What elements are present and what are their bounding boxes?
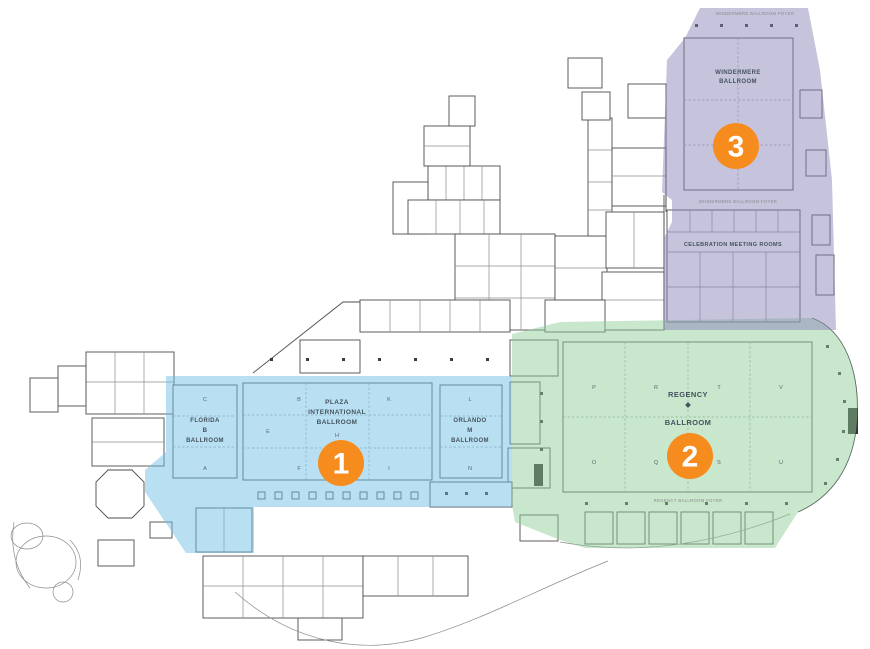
section-letter: S bbox=[717, 460, 721, 466]
plaza-ballroom-label-line3: BALLROOM bbox=[317, 419, 358, 426]
plaza-international-ballroom-outline bbox=[242, 382, 433, 481]
florida-ballroom-outline bbox=[172, 384, 238, 479]
regency-ballroom-label-line1: REGENCY bbox=[668, 390, 708, 399]
windermere-foyer-label-top: WINDERMERE BALLROOM FOYER bbox=[716, 11, 794, 16]
orlando-ballroom-label-line3: BALLROOM bbox=[451, 438, 489, 444]
florida-ballroom-label-line1: FLORIDA bbox=[190, 418, 220, 424]
area-marker-3[interactable]: 3 bbox=[713, 123, 759, 169]
section-letter: Q bbox=[654, 460, 659, 466]
foyer-labels: WINDERMERE BALLROOM FOYER WINDERMERE BAL… bbox=[654, 11, 794, 503]
orlando-ballroom-label-line2: M bbox=[467, 428, 472, 434]
zone-2-highlight[interactable] bbox=[512, 318, 858, 548]
marker-2-number: 2 bbox=[682, 441, 699, 474]
orlando-ballroom-outline bbox=[439, 384, 503, 479]
florida-ballroom-label-line2: B bbox=[203, 428, 208, 434]
marker-1-number: 1 bbox=[333, 448, 350, 481]
zone-3-highlight[interactable] bbox=[662, 8, 836, 330]
airwall-storage-row bbox=[257, 491, 419, 500]
marker-1-circle bbox=[318, 440, 364, 486]
celebration-meeting-rooms-label: CELEBRATION MEETING ROOMS bbox=[684, 242, 782, 248]
plaza-ballroom-label-line1: PLAZA bbox=[325, 399, 349, 406]
marker-2-circle bbox=[667, 433, 713, 479]
section-letter: F bbox=[297, 466, 301, 472]
section-letter: R bbox=[654, 385, 658, 391]
section-letter: C bbox=[203, 397, 207, 403]
section-letter: K bbox=[387, 397, 391, 403]
section-letter: P bbox=[592, 385, 596, 391]
section-letter: V bbox=[779, 385, 783, 391]
regency-ballroom-label-line2: BALLROOM bbox=[665, 418, 712, 427]
area-marker-1[interactable]: 1 bbox=[318, 440, 364, 486]
room-labels: WINDERMERE BALLROOM CELEBRATION MEETING … bbox=[186, 70, 782, 444]
windermere-ballroom-label-line2: BALLROOM bbox=[719, 79, 757, 85]
section-letter: I bbox=[388, 466, 390, 472]
area-marker-2[interactable]: 2 bbox=[667, 433, 713, 479]
windermere-ballroom-label-line1: WINDERMERE bbox=[715, 70, 761, 76]
section-letter: A bbox=[203, 466, 207, 472]
marker-3-circle bbox=[713, 123, 759, 169]
section-letter: H bbox=[335, 433, 339, 439]
section-letter: U bbox=[779, 460, 783, 466]
section-letter: T bbox=[717, 385, 721, 391]
section-letter: E bbox=[266, 429, 270, 435]
section-letter: N bbox=[468, 466, 472, 472]
section-letter: B bbox=[297, 397, 301, 403]
foyer-columns bbox=[270, 358, 489, 361]
section-letter: O bbox=[592, 460, 597, 466]
regency-label-diamond-icon bbox=[685, 402, 691, 408]
marker-3-number: 3 bbox=[728, 131, 745, 164]
florida-ballroom-label-line3: BALLROOM bbox=[186, 438, 224, 444]
plaza-ballroom-label-line2: INTERNATIONAL bbox=[308, 409, 366, 416]
regency-foyer-label: REGENCY BALLROOM FOYER bbox=[654, 498, 723, 503]
building-linework bbox=[10, 24, 858, 646]
section-letter: L bbox=[468, 397, 471, 403]
orlando-ballroom-label-line1: ORLANDO bbox=[453, 418, 486, 424]
windermere-foyer-label-bottom: WINDERMERE BALLROOM FOYER bbox=[699, 199, 777, 204]
section-letters: C A B K E H F I L N P R T V O Q S U bbox=[203, 385, 783, 472]
